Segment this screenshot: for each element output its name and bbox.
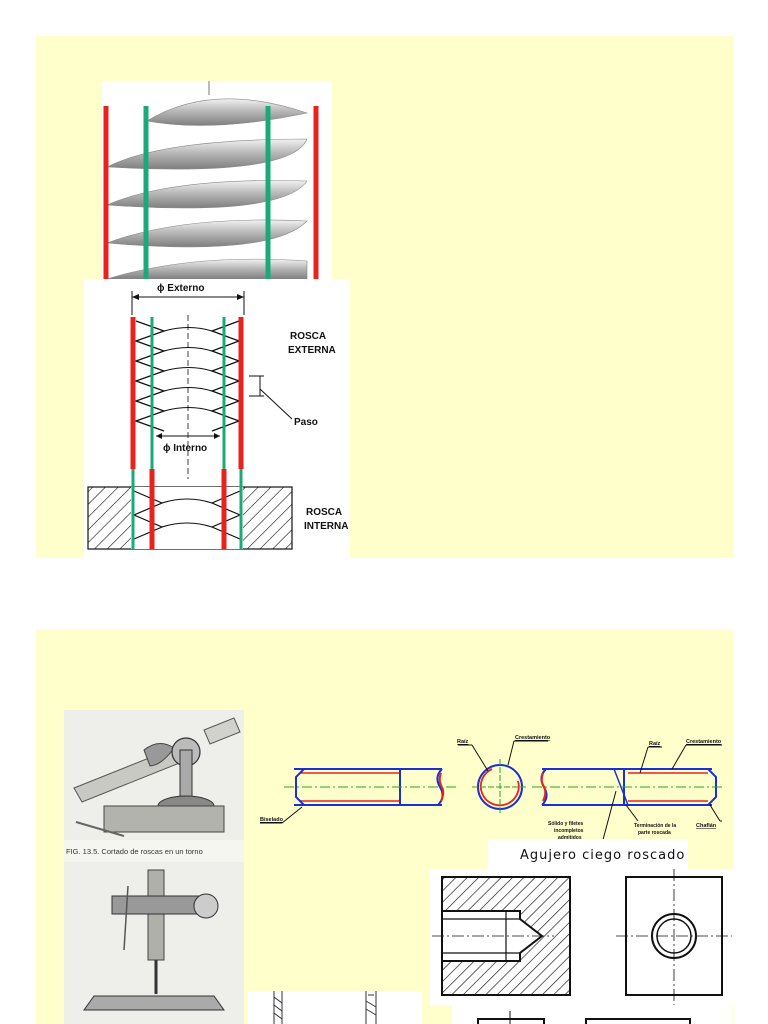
label-diametro-externo: ϕ Externo bbox=[157, 283, 205, 294]
helix-3d-illustration bbox=[102, 81, 332, 279]
label-raiz-2: Raíz bbox=[649, 741, 661, 747]
label-crestamiento-2: Crestamiento bbox=[686, 739, 722, 745]
label-rosca-externa-line2: EXTERNA bbox=[288, 345, 336, 356]
blind-hole-title: Agujero ciego roscado bbox=[520, 848, 686, 863]
slide-thread-diameters: ϕ Externo Paso ϕ Interno ROSCA bbox=[36, 36, 733, 558]
label-biselado: Biselado bbox=[260, 817, 284, 823]
label-crestamiento-1: Crestamiento bbox=[515, 735, 551, 741]
thread-conventional-drawing: Biselado Raíz Crestamiento Raíz Crestami… bbox=[260, 735, 722, 852]
lathe-photo-caption: FIG. 13.5. Cortado de roscas en un torno bbox=[66, 847, 203, 856]
label-rosca-externa-line1: ROSCA bbox=[290, 331, 326, 342]
thread-section-diagram: ϕ Externo Paso ϕ Interno ROSCA bbox=[84, 279, 350, 558]
label-diametro-interno: ϕ Interno bbox=[163, 443, 207, 454]
blind-hole-title-box: Agujero ciego roscado bbox=[488, 839, 688, 869]
label-solido-line1: Sólido y filetes bbox=[548, 821, 584, 827]
blind-hole-drawing bbox=[430, 869, 733, 1005]
label-chaflan: Chaflán bbox=[696, 823, 717, 829]
bottom-drawing-partial bbox=[452, 1005, 732, 1024]
label-rosca-interna-line2: INTERNA bbox=[304, 521, 348, 532]
label-raiz-1: Raíz bbox=[457, 739, 469, 745]
label-solido-line2: incompletos bbox=[554, 828, 584, 834]
label-solido-line3: admitidos bbox=[558, 835, 582, 841]
label-terminacion-line2: parte roscada bbox=[638, 830, 671, 836]
lathe-photo: FIG. 13.5. Cortado de roscas en un torno bbox=[64, 710, 244, 1024]
label-paso: Paso bbox=[294, 417, 318, 428]
label-rosca-interna-line1: ROSCA bbox=[306, 507, 342, 518]
tap-tools-drawing bbox=[248, 991, 422, 1024]
slide-thread-representation: FIG. 13.5. Cortado de roscas en un torno… bbox=[36, 629, 733, 1024]
label-terminacion-line1: Terminación de la bbox=[634, 823, 676, 829]
